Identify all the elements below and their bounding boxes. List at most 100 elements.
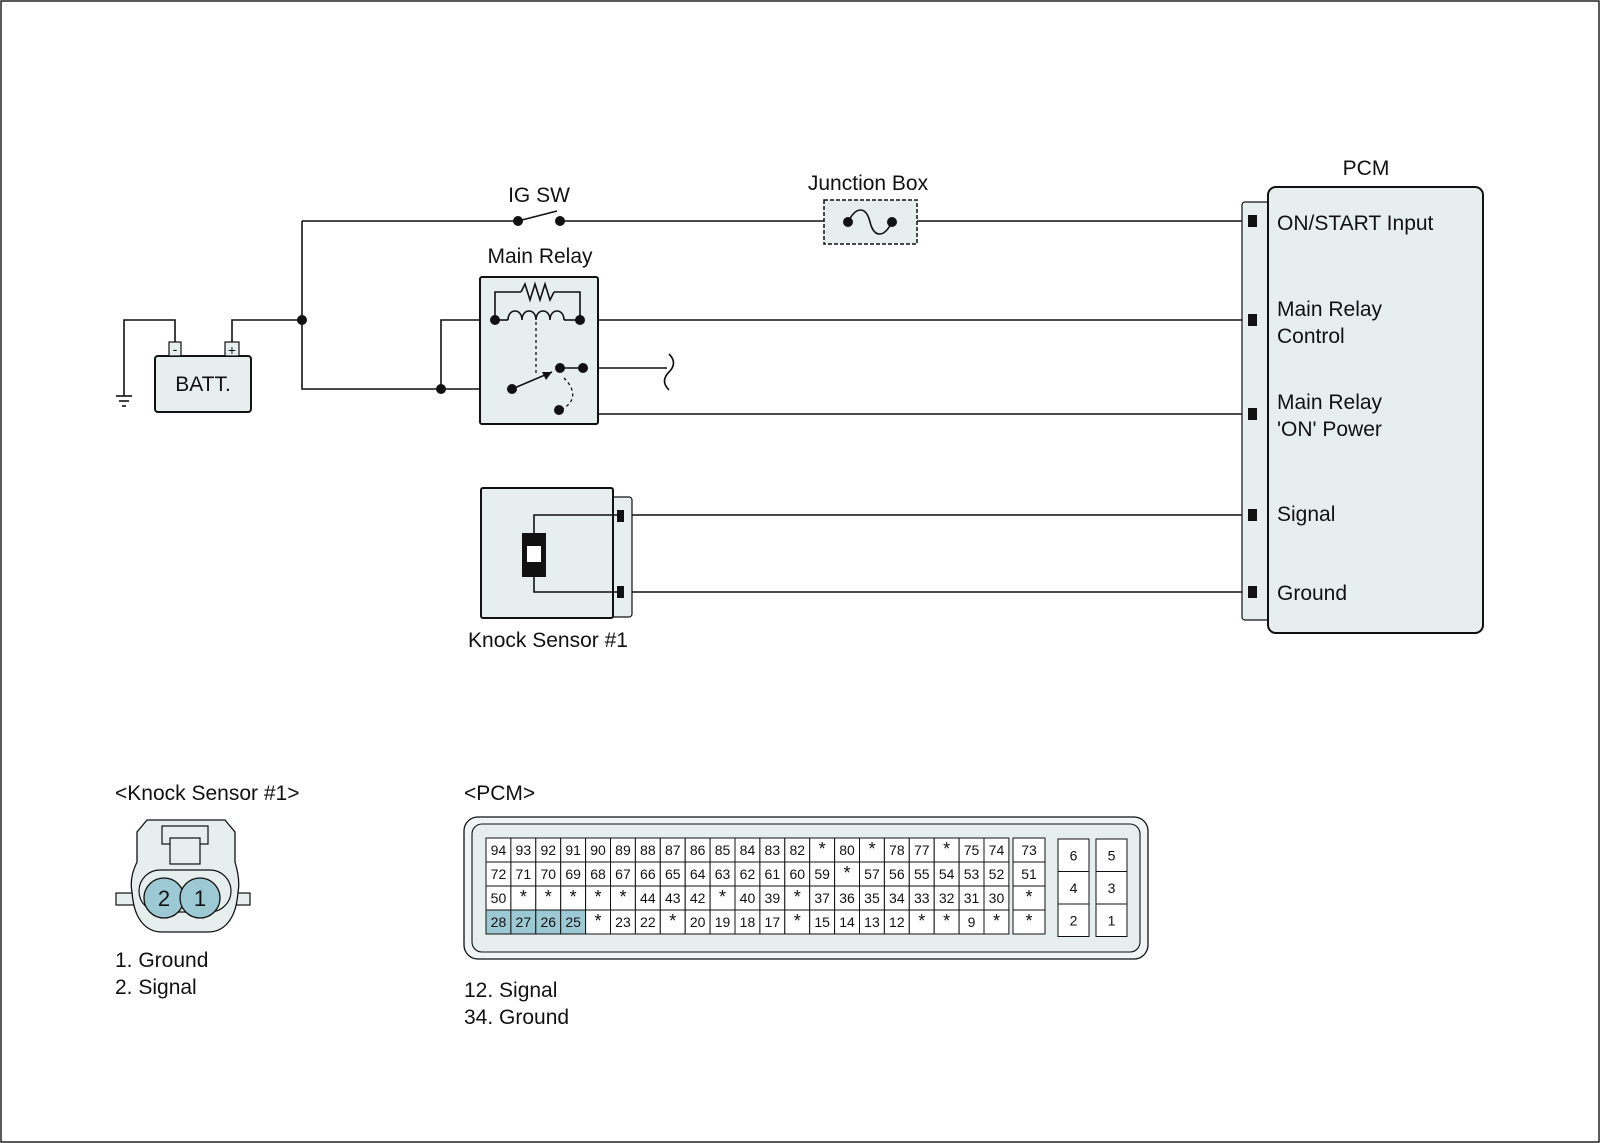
pcm-pin-label: 32 (939, 890, 955, 906)
pcm-pin-label: 1 (1108, 912, 1116, 928)
main-relay-label: Main Relay (487, 245, 593, 268)
pcm-pin-label: 50 (491, 890, 507, 906)
pcm-pin-label: 65 (665, 866, 681, 882)
pcm-pin-cell (734, 861, 761, 887)
pcm-pin-cell (983, 885, 1010, 911)
pcm-pin-label: 20 (690, 914, 706, 930)
pcm-pin-label: 55 (914, 866, 930, 882)
pcm-pin-label: * (794, 887, 801, 907)
pcm-pin-cell (1095, 871, 1128, 905)
pcm-pin-label: 74 (989, 842, 1005, 858)
pcm-pin-cell (908, 837, 935, 863)
pcm-pin-label: 27 (516, 914, 532, 930)
pcm-pin-cell (1057, 903, 1090, 937)
fuse-icon (847, 209, 893, 235)
pcm-pin-label: * (520, 887, 527, 907)
pcm-pin-cell (933, 909, 960, 935)
pcm-pin-cell (610, 909, 636, 935)
pcm-pin-label: 15 (814, 914, 830, 930)
pcm-pin-label: 52 (989, 866, 1005, 882)
pcm-pin-label: 73 (1021, 842, 1037, 858)
pcm-pin-label: 86 (690, 842, 706, 858)
pcm-pin-cell (510, 909, 537, 935)
pcm-pin-label: * (669, 911, 676, 931)
pcm-pin-cell (958, 837, 985, 863)
pcm-pin-label: 17 (765, 914, 781, 930)
knock-sensor-connector-title: <Knock Sensor #1> (115, 782, 299, 805)
pcm-pin-label: * (819, 839, 826, 859)
pcm-pin-cell (510, 861, 537, 887)
resistor-icon (520, 281, 555, 303)
pcm-pin-cell (1012, 837, 1046, 863)
pcm-pin-label: 30 (989, 890, 1005, 906)
pcm-pin-cell (834, 861, 860, 887)
pcm-pin-label: * (595, 887, 602, 907)
pcm-pin-label: 67 (615, 866, 631, 882)
pcm-pin-label: 66 (640, 866, 656, 882)
pcm-pin-cell (933, 885, 960, 911)
ig-switch-label: IG SW (508, 184, 570, 207)
pcm-pin-label: 53 (964, 866, 980, 882)
pcm-pin-cell (784, 885, 811, 911)
pcm-pin-label: 5 (1108, 847, 1116, 863)
knock-connector-legend: 1. Ground (115, 949, 208, 972)
pcm-pin-label: 59 (814, 866, 830, 882)
pcm-connector-title: <PCM> (464, 782, 535, 805)
pcm-pin-label: 18 (740, 914, 756, 930)
pcm-pin-label: 84 (740, 842, 756, 858)
battery-plus-label: + (228, 342, 236, 358)
pcm-pin-cell (983, 909, 1010, 935)
pcm-connector-legend: 34. Ground (464, 1006, 569, 1029)
pcm-pin-label: 68 (590, 866, 606, 882)
pcm-pin-cell (759, 837, 786, 863)
pcm-pin-cell (709, 837, 736, 863)
pcm-pin-cell (510, 885, 537, 911)
junction-dot (436, 384, 446, 394)
pcm-pin-cell (659, 885, 686, 911)
pcm-pin-label: * (719, 887, 726, 907)
pcm-pin-label: 62 (740, 866, 756, 882)
junction-box: Junction Box (808, 172, 929, 245)
pcm-pin-label: 64 (690, 866, 706, 882)
pcm-pin-cell (610, 885, 636, 911)
pcm-pin-cell (684, 909, 711, 935)
pcm-pin-label: 12 (889, 914, 905, 930)
pcm-pin-label: 33 (914, 890, 930, 906)
pcm-pin-label: * (595, 911, 602, 931)
pcm-pin-cell (1095, 838, 1128, 872)
pcm-pin-label: 82 (789, 842, 805, 858)
pcm-pin-cell (883, 885, 910, 911)
pcm-pin-main-relay-on-power: Main Relay (1277, 391, 1383, 414)
coil-icon (507, 310, 565, 321)
pcm-pin-label: 26 (540, 914, 556, 930)
pcm-pin-label: 23 (615, 914, 631, 930)
pcm-pin-label: 39 (765, 890, 781, 906)
pcm-pin-label: 2 (1070, 912, 1078, 928)
pcm-pin-label: 19 (715, 914, 731, 930)
pcm-pin-label: 6 (1070, 847, 1078, 863)
pcm-pin-label: 56 (889, 866, 905, 882)
pcm-pin-label: 83 (765, 842, 781, 858)
pcm-pin-label: 25 (565, 914, 581, 930)
pcm-pin-label: 42 (690, 890, 706, 906)
pcm-pin-label: 37 (814, 890, 830, 906)
pcm-pin-cell (908, 861, 935, 887)
pcm-pin-label: 35 (864, 890, 880, 906)
junction-box-label: Junction Box (808, 172, 929, 195)
pcm-pin-label: 36 (839, 890, 855, 906)
pcm-pin-cell (883, 909, 910, 935)
pcm-pin-cell (1012, 885, 1046, 911)
pcm-pin-label: * (1025, 911, 1032, 931)
pcm-pin-cell (908, 909, 935, 935)
pcm-pin-cell (1012, 909, 1046, 935)
pcm-pin-label: 57 (864, 866, 880, 882)
pcm-pin-cell (560, 909, 587, 935)
pcm-pin-label: 51 (1021, 866, 1037, 882)
pcm-pin-label: 60 (789, 866, 805, 882)
pcm-pin-label: * (868, 839, 875, 859)
pcm-pin-label: * (794, 911, 801, 931)
pcm-pin-label: 22 (640, 914, 656, 930)
pcm-pin-label: 94 (491, 842, 507, 858)
